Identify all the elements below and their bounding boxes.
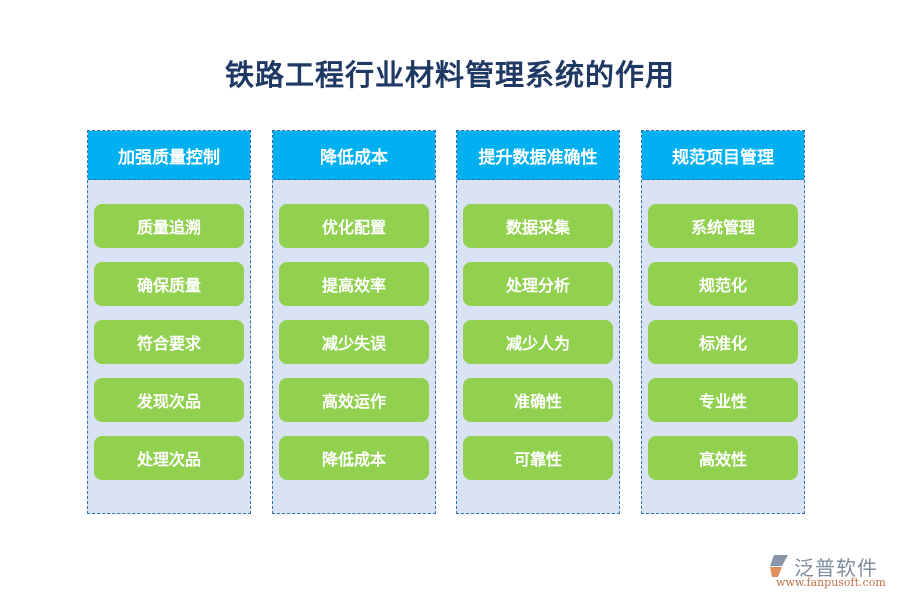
list-item: 优化配置 — [279, 204, 429, 248]
list-item: 发现次品 — [94, 378, 244, 422]
column-quality-control: 加强质量控制 质量追溯 确保质量 符合要求 发现次品 处理次品 — [87, 130, 251, 514]
column-reduce-cost: 降低成本 优化配置 提高效率 减少失误 高效运作 降低成本 — [272, 130, 436, 514]
column-header: 降低成本 — [273, 131, 435, 180]
list-item: 减少失误 — [279, 320, 429, 364]
list-item: 数据采集 — [463, 204, 613, 248]
list-item: 专业性 — [648, 378, 798, 422]
fanpu-logo-icon — [770, 555, 788, 577]
list-item: 标准化 — [648, 320, 798, 364]
logo-url: www.fanpusoft.com — [776, 576, 886, 589]
list-item: 质量追溯 — [94, 204, 244, 248]
column-header: 规范项目管理 — [642, 131, 804, 180]
list-item: 降低成本 — [279, 436, 429, 480]
list-item: 符合要求 — [94, 320, 244, 364]
list-item: 准确性 — [463, 378, 613, 422]
brand-logo: 泛普软件 www.fanpusoft.com — [766, 552, 896, 592]
list-item: 可靠性 — [463, 436, 613, 480]
column-header: 提升数据准确性 — [457, 131, 619, 180]
list-item: 高效性 — [648, 436, 798, 480]
column-data-accuracy: 提升数据准确性 数据采集 处理分析 减少人为 准确性 可靠性 — [456, 130, 620, 514]
logo-name: 泛普软件 — [794, 556, 878, 580]
list-item: 确保质量 — [94, 262, 244, 306]
list-item: 处理分析 — [463, 262, 613, 306]
page-title: 铁路工程行业材料管理系统的作用 — [224, 58, 675, 92]
list-item: 规范化 — [648, 262, 798, 306]
list-item: 高效运作 — [279, 378, 429, 422]
column-project-management: 规范项目管理 系统管理 规范化 标准化 专业性 高效性 — [641, 130, 805, 514]
column-header: 加强质量控制 — [88, 131, 250, 180]
list-item: 减少人为 — [463, 320, 613, 364]
list-item: 系统管理 — [648, 204, 798, 248]
list-item: 提高效率 — [279, 262, 429, 306]
list-item: 处理次品 — [94, 436, 244, 480]
